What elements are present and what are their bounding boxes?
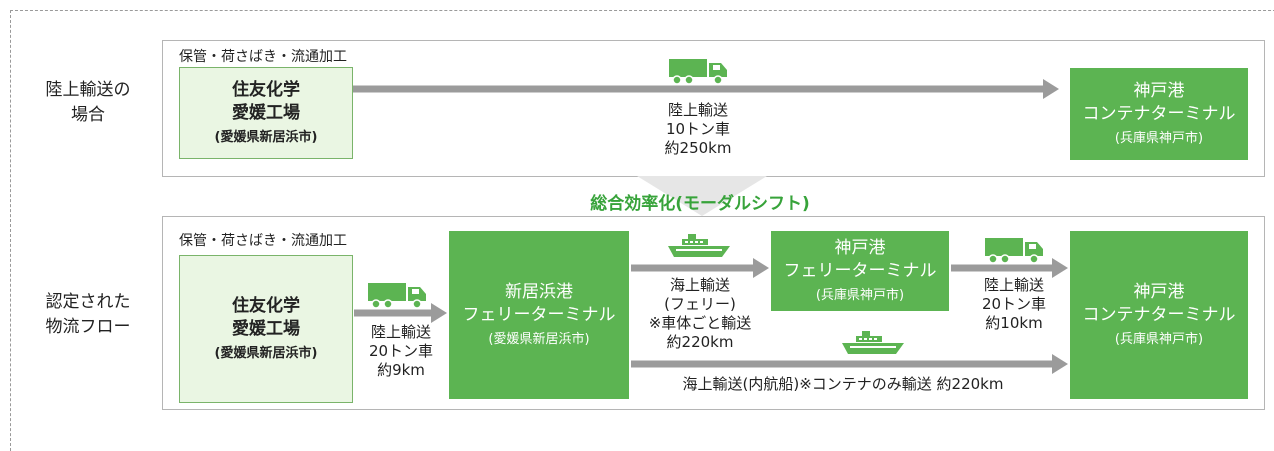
- leg3-mode: 陸上輸送: [983, 276, 1044, 294]
- truck-icon: [669, 59, 727, 85]
- niihama-ferry-terminal-box: 新居浜港 フェリーターミナル (愛媛県新居浜市): [449, 231, 629, 399]
- niihama-terminal: フェリーターミナル: [462, 304, 616, 325]
- top-arrow: [353, 79, 1059, 99]
- truck-icon: [368, 283, 426, 309]
- leg4-label: 海上輸送(内航船)※コンテナのみ輸送 約220km: [682, 375, 1004, 393]
- leg2-vehicle: (フェリー): [664, 295, 736, 313]
- storage-note: 保管・荷さばき・流通加工: [179, 49, 347, 65]
- leg1-vehicle: 20トン車: [368, 342, 434, 360]
- leg2-label: 海上輸送 (フェリー) ※車体ごと輸送 約220km: [629, 276, 771, 352]
- route-distance: 約250km: [664, 139, 732, 157]
- top-row-label-line2: 場合: [71, 105, 105, 125]
- origin-name: 住友化学: [232, 295, 300, 316]
- storage-note: 保管・荷さばき・流通加工: [179, 233, 347, 249]
- top-route-label: 陸上輸送 10トン車 約250km: [603, 101, 793, 158]
- niihama-location: (愛媛県新居浜市): [488, 331, 590, 347]
- ship-icon: [668, 234, 730, 257]
- leg1-mode: 陸上輸送: [370, 323, 431, 341]
- niihama-name: 新居浜港: [505, 281, 573, 302]
- route-vehicle: 10トン車: [665, 120, 731, 138]
- ship-icon: [842, 331, 904, 354]
- kobe-ferry-location: (兵庫県神戸市): [815, 287, 905, 303]
- destination-name: 神戸港: [1133, 80, 1185, 101]
- origin-name: 住友化学: [232, 79, 300, 100]
- destination-box-kobe-container: 神戸港 コンテナターミナル (兵庫県神戸市): [1070, 68, 1248, 160]
- modal-shift-label: 総合効率化(モーダルシフト): [590, 194, 810, 214]
- destination-location: (兵庫県神戸市): [1114, 331, 1204, 347]
- route-mode: 陸上輸送: [667, 101, 728, 119]
- destination-name: 神戸港: [1133, 281, 1185, 302]
- bottom-row-label-line2: 物流フロー: [45, 317, 131, 337]
- destination-terminal: コンテナターミナル: [1082, 103, 1236, 124]
- origin-factory: 愛媛工場: [232, 318, 300, 339]
- leg3-vehicle: 20トン車: [981, 295, 1047, 313]
- shift-down-arrow: [637, 176, 767, 216]
- origin-location: (愛媛県新居浜市): [214, 129, 318, 145]
- kobe-ferry-name: 神戸港: [834, 237, 886, 258]
- bottom-row-label: 認定された 物流フロー: [28, 290, 148, 340]
- bottom-arrows: [354, 258, 1068, 374]
- truck-icon: [985, 238, 1043, 264]
- destination-box-kobe-container: 神戸港 コンテナターミナル (兵庫県神戸市): [1070, 231, 1248, 399]
- top-row-label-line1: 陸上輸送の: [45, 80, 131, 100]
- leg1-label: 陸上輸送 20トン車 約9km: [356, 323, 446, 380]
- leg1-distance: 約9km: [377, 361, 425, 379]
- leg2-note: ※車体ごと輸送: [648, 314, 752, 332]
- top-panel: 保管・荷さばき・流通加工 住友化学 愛媛工場 (愛媛県新居浜市) 陸上輸送 10…: [162, 40, 1265, 177]
- leg2-distance: 約220km: [666, 333, 734, 351]
- destination-terminal: コンテナターミナル: [1082, 304, 1236, 325]
- origin-location: (愛媛県新居浜市): [214, 345, 318, 361]
- leg2-mode: 海上輸送: [669, 276, 730, 294]
- top-row-label: 陸上輸送の 場合: [28, 78, 148, 128]
- origin-box-sumitomo: 住友化学 愛媛工場 (愛媛県新居浜市): [179, 255, 353, 403]
- leg3-label: 陸上輸送 20トン車 約10km: [959, 276, 1069, 333]
- origin-factory: 愛媛工場: [232, 102, 300, 123]
- kobe-ferry-terminal: フェリーターミナル: [783, 260, 937, 281]
- bottom-panel: 保管・荷さばき・流通加工: [162, 216, 1265, 410]
- bottom-row-label-line1: 認定された: [45, 292, 131, 312]
- origin-box-sumitomo: 住友化学 愛媛工場 (愛媛県新居浜市): [179, 67, 353, 159]
- leg3-distance: 約10km: [985, 314, 1043, 332]
- destination-location: (兵庫県神戸市): [1114, 130, 1204, 146]
- kobe-ferry-terminal-box: 神戸港 フェリーターミナル (兵庫県神戸市): [771, 231, 949, 311]
- outer-frame: [10, 10, 1274, 451]
